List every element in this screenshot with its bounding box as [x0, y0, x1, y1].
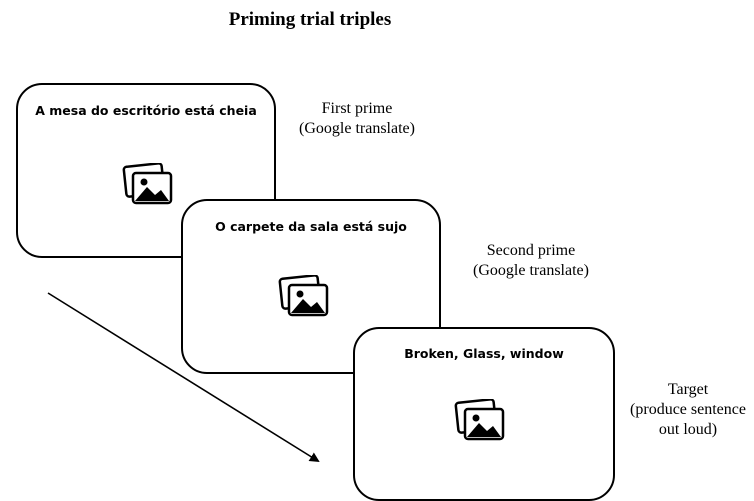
target-label-line1: Target [667, 381, 709, 398]
picture-icon [454, 399, 505, 441]
first-prime-sentence: A mesa do escritório está cheia [35, 103, 257, 118]
picture-icon [278, 275, 329, 317]
target-words: Broken, Glass, window [404, 346, 564, 361]
second-prime-label-line2: (Google translate) [473, 262, 589, 279]
first-prime-label: First prime (Google translate) [287, 99, 427, 139]
second-prime-label-line1: Second prime [486, 242, 576, 259]
target-label-line3: out loud) [658, 421, 718, 438]
target-label-line2: (produce sentence [630, 401, 746, 418]
first-prime-label-line2: (Google translate) [299, 120, 415, 137]
picture-icon [122, 163, 173, 205]
second-prime-label: Second prime (Google translate) [461, 241, 601, 281]
second-prime-sentence: O carpete da sala está sujo [215, 219, 407, 234]
target-card: Broken, Glass, window [353, 327, 615, 501]
first-prime-label-line1: First prime [321, 100, 393, 117]
target-label: Target (produce sentence out loud) [622, 380, 754, 440]
diagram-title: Priming trial triples [228, 9, 392, 30]
